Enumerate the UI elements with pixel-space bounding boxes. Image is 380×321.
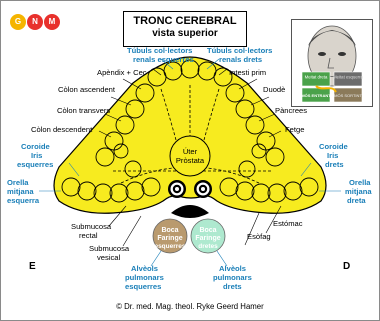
boca-dretes-circle: [190, 218, 226, 254]
label-boca-esq-1: Boca: [161, 227, 178, 234]
title-line-2: vista superior: [152, 28, 218, 39]
label-esofag: Esòfag: [247, 232, 271, 241]
label-apendix: Apèndix + Cec: [97, 68, 147, 77]
label-coroide-left-2: Iris: [31, 151, 42, 160]
logo-letter-g: G: [10, 14, 26, 30]
label-tubuls-left-2: renals esquerres: [133, 55, 194, 64]
label-orella-left-1: Orella: [7, 178, 29, 187]
label-submucosa-rectal-1: Submucosa: [71, 222, 112, 231]
label-tubuls-right-2: renals drets: [219, 55, 262, 64]
label-submucosa-rectal-2: rectal: [79, 231, 98, 240]
head-illustration: Meitat dreta Meitat esquerra MÓS ENTRANT…: [301, 25, 364, 103]
inset-label-bottom-left: MÓS ENTRANT: [301, 93, 331, 98]
label-fetge: Fetge: [285, 125, 304, 134]
label-orella-left-3: esquerra: [7, 196, 40, 205]
inset-more-outward-box: [333, 87, 363, 103]
label-tubuls-left-1: Túbuls col·lectors: [127, 46, 192, 55]
label-alveols-left-1: Alvèols: [131, 264, 158, 273]
label-orella-right-3: dreta: [347, 196, 366, 205]
label-estomac: Estómac: [273, 219, 303, 228]
boca-esquerres-circle: [152, 218, 188, 254]
label-orella-left-2: mitjana: [7, 187, 34, 196]
label-submucosa-vesical-1: Submucosa: [89, 244, 130, 253]
label-coroide-left-1: Coroide: [21, 142, 50, 151]
inset-left-half-box: [333, 71, 363, 87]
label-duode: Duodè: [263, 85, 285, 94]
gnm-logo: G N M: [10, 14, 62, 30]
label-alveols-right-1: Alvèols: [219, 264, 246, 273]
label-side-e: E: [29, 261, 36, 272]
label-uter-1: Úter: [183, 147, 198, 156]
inset-label-top-right: Meitat esquerra: [333, 75, 363, 80]
intestinal-cells: [95, 59, 285, 167]
lower-cells: [61, 143, 319, 203]
label-orella-right-1: Orella: [349, 178, 371, 187]
blue-leader-lines: [39, 58, 341, 267]
label-alveols-right-3: drets: [223, 282, 242, 291]
label-side-d: D: [343, 261, 350, 272]
label-boca-dre-2: Faringe: [195, 235, 220, 242]
inset-label-top-left: Meitat dreta: [305, 75, 328, 80]
leader-lines: [98, 68, 282, 247]
label-colon-trans: Còlon transvers: [57, 106, 110, 115]
label-boca-dre-3: dretes: [198, 243, 218, 250]
title-box: TRONC CEREBRAL vista superior: [123, 11, 247, 47]
logo-letter-m: M: [44, 14, 60, 30]
label-coroide-right-3: drets: [325, 160, 344, 169]
label-coroide-right-2: Iris: [327, 151, 338, 160]
label-intesti: Intesti prim: [229, 68, 266, 77]
label-boca-esq-2: Faringe: [157, 235, 182, 242]
title-line-1: TRONC CEREBRAL: [133, 15, 237, 27]
label-pancrees: Pàncrees: [275, 106, 307, 115]
label-alveols-right-2: pulmonars: [213, 273, 252, 282]
label-alveols-left-2: pulmonars: [125, 273, 164, 282]
inset-more-inward-box: [301, 87, 331, 103]
label-submucosa-vesical-2: vesical: [97, 253, 121, 262]
label-uter-2: Pròstata: [176, 156, 205, 165]
head-inset: Meitat dreta Meitat esquerra MÓS ENTRANT…: [291, 19, 373, 107]
label-alveols-left-3: esquerres: [125, 282, 161, 291]
label-colon-asc: Còlon ascendent: [58, 85, 116, 94]
copyright-footer: © Dr. med. Mag. theol. Ryke Geerd Hamer: [116, 302, 264, 311]
label-boca-esq-3: esquerres: [154, 243, 185, 250]
logo-letter-n: N: [27, 14, 43, 30]
label-colon-desc: Còlon descendent: [31, 125, 93, 134]
label-tubuls-right-1: Túbuls col·lectors: [207, 46, 272, 55]
eye-targets: [168, 180, 212, 198]
label-boca-dre-1: Boca: [199, 227, 216, 234]
label-coroide-left-3: esquerres: [17, 160, 53, 169]
label-orella-right-2: mitjana: [345, 187, 372, 196]
label-coroide-right-1: Coroide: [319, 142, 348, 151]
inset-label-bottom-right: MÓS SORTINT: [334, 93, 362, 98]
uter-circle: [169, 135, 211, 177]
black-base: [171, 205, 209, 218]
